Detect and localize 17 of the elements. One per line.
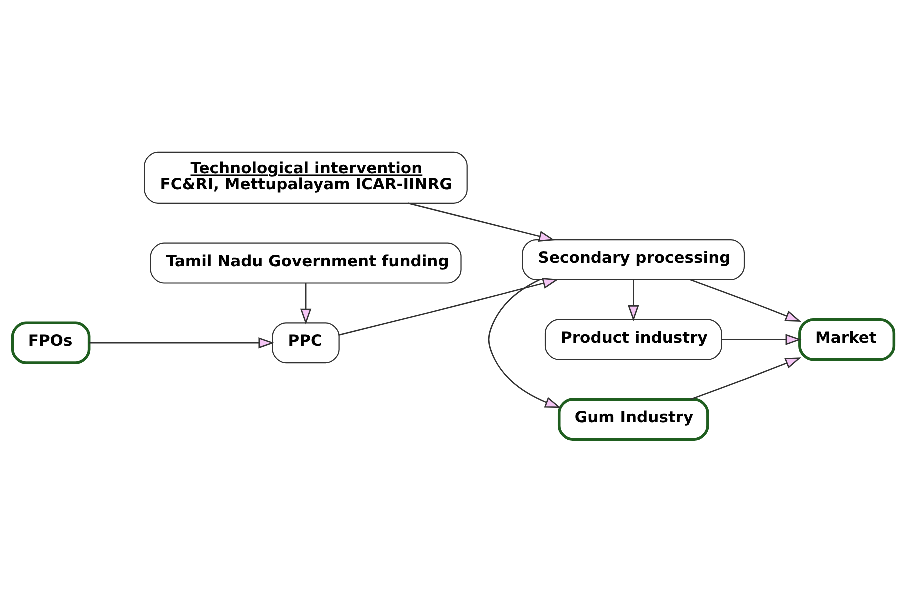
arrow [628,280,640,322]
arrow [488,279,562,408]
arrow [339,278,559,336]
arrow [408,202,556,242]
node-box: Market [798,318,896,362]
arrow [722,334,802,346]
node-box: PPC [272,322,340,364]
node-box: FPOs [11,322,91,364]
arrow [690,358,802,400]
arrow [300,283,312,325]
node-box: Technological intervention FC&RI, Mettupalayam ICAR-IINRG [144,152,468,204]
node-box: Secondary processing [522,239,746,280]
node-box: Tamil Nadu Government funding [150,242,462,284]
node-box: Product industry [544,319,722,360]
node-box: Gum Industry [558,398,710,441]
arrow [89,338,275,349]
arrow [690,279,802,322]
